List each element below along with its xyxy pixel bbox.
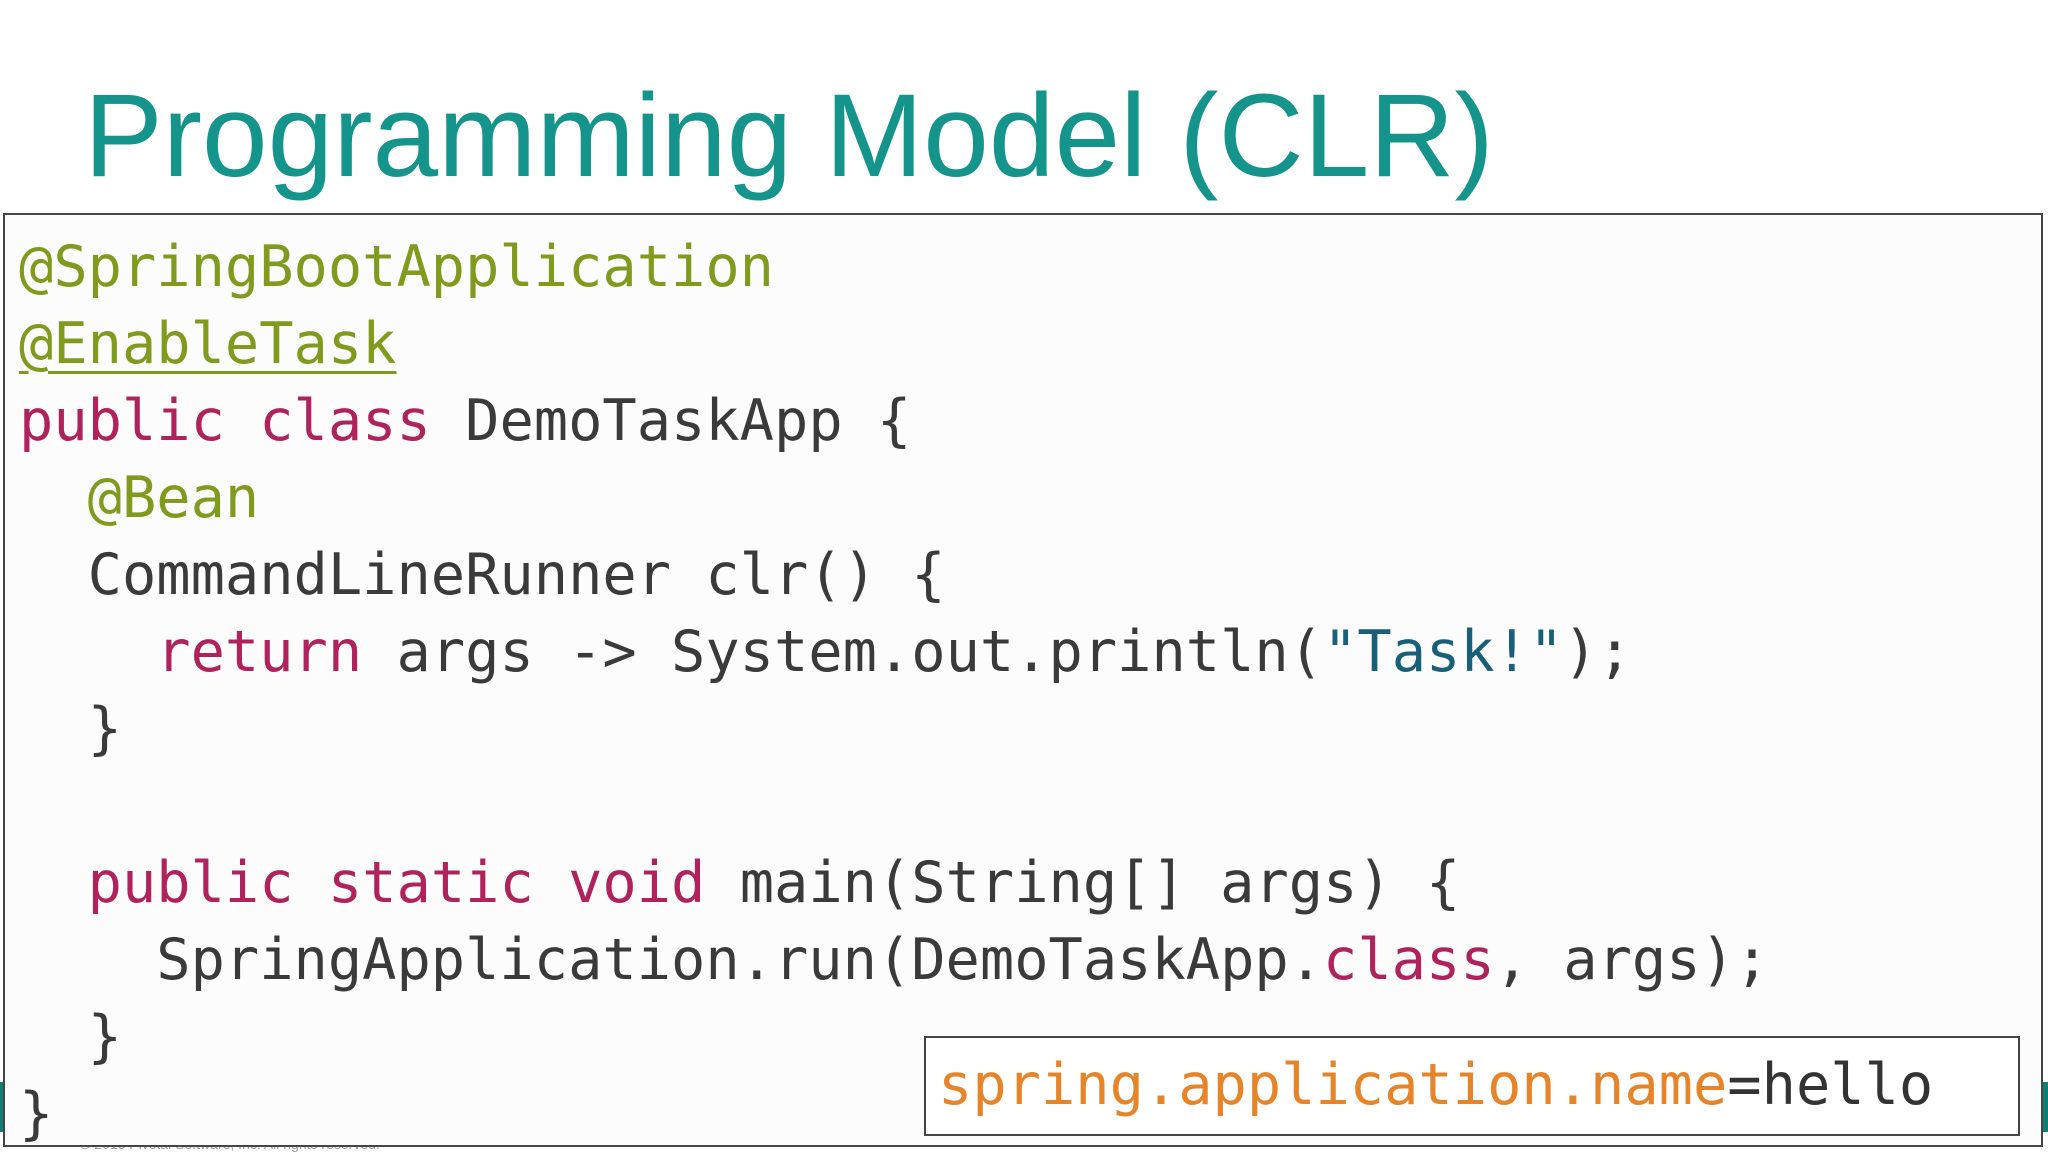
code-line-6: return args -> System.out.println("Task!… [19,614,1632,691]
keyword-static: static [327,850,534,916]
properties-callout: spring.application.name=hello [924,1036,2020,1136]
string-literal: "Task!" [1323,619,1564,685]
indent [19,850,88,916]
closing-brace: } [19,696,122,762]
keyword-class: class [259,388,431,454]
keyword-void: void [568,850,706,916]
code-line-7: } [19,691,122,768]
lambda-expression: args -> System.out.println( [362,619,1324,685]
property-key: spring.application.name [938,1052,1728,1118]
closing-brace: } [19,1081,54,1147]
indent [19,465,88,531]
code-line-5: CommandLineRunner clr() { [19,537,946,614]
property-equals: = [1727,1052,1762,1118]
keyword-public: public [87,850,294,916]
code-line-9: SpringApplication.run(DemoTaskApp.class,… [19,922,1769,999]
property-value: hello [1761,1052,1934,1118]
right-accent-bar [2042,1082,2048,1132]
closing-brace: } [19,1004,122,1070]
statement-end: ); [1563,619,1632,685]
annotation-enabletask: @EnableTask [19,311,397,377]
run-call-prefix: SpringApplication.run(DemoTaskApp. [19,927,1324,993]
properties-line: spring.application.name=hello [938,1047,1933,1124]
keyword-public: public [19,388,225,454]
slide-title: Programming Model (CLR) [84,70,1494,202]
class-declaration: DemoTaskApp { [430,388,912,454]
code-line-11: } [19,1076,53,1153]
keyword-class: class [1323,927,1495,993]
annotation-bean: @Bean [87,465,260,531]
code-line-10: } [19,999,122,1076]
main-method-signature: main(String[] args) { [705,850,1461,916]
clr-method-signature: CommandLineRunner clr() { [19,542,946,608]
code-line-4: @Bean [19,460,260,537]
annotation-springbootapplication: @SpringBootApplication [19,234,774,300]
code-line-2: @EnableTask [19,306,397,383]
code-line-8: public static void main(String[] args) { [19,845,1461,922]
keyword-return: return [156,619,363,685]
run-call-suffix: , args); [1494,927,1770,993]
code-line-1: @SpringBootApplication [19,229,774,306]
code-block: @SpringBootApplication @EnableTask publi… [3,213,2043,1147]
code-line-3: public class DemoTaskApp { [19,383,911,460]
indent [19,619,156,685]
